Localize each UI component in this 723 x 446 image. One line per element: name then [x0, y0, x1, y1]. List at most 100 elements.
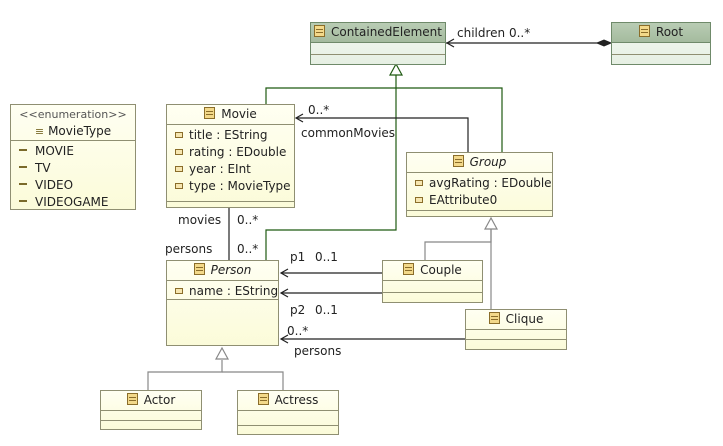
- literal-icon: [19, 149, 27, 151]
- couple-inherits-group-edge: [424, 229, 492, 260]
- literal-label: TV: [35, 161, 51, 175]
- class-person[interactable]: Person name : EString: [166, 260, 279, 346]
- person-inheritance-triangle-icon: [214, 346, 230, 360]
- enum-literal[interactable]: MOVIE: [19, 143, 135, 160]
- common-movies-edge: [296, 117, 469, 152]
- class-couple[interactable]: Couple: [382, 260, 483, 303]
- enum-icon: ≡: [34, 125, 45, 138]
- inheritance-triangle-icon: [388, 62, 404, 76]
- attribute-label: avgRating : EDouble: [429, 176, 552, 190]
- class-name: Movie: [221, 107, 257, 121]
- actor-inherits-person-edge: [147, 360, 223, 390]
- attribute-label: EAttribute0: [429, 193, 498, 207]
- attribute-icon: [175, 183, 183, 189]
- class-header: Clique: [466, 310, 566, 330]
- common-movies-arrow-icon: [294, 113, 304, 123]
- attribute-row[interactable]: avgRating : EDouble: [415, 175, 552, 192]
- containment-diamond-icon: [595, 39, 613, 47]
- class-header: Group: [407, 153, 552, 173]
- compartment-divider: [167, 299, 278, 300]
- class-header: Person: [167, 261, 278, 281]
- p2-multiplicity: 0..1: [315, 303, 338, 317]
- attribute-icon: [415, 197, 423, 203]
- common-movies-reference-label: commonMovies: [301, 126, 396, 140]
- class-group[interactable]: Group avgRating : EDouble EAttribute0: [406, 152, 553, 217]
- attribute-label: name : EString: [189, 284, 279, 298]
- clique-persons-reference-label: persons: [294, 344, 342, 358]
- class-clique[interactable]: Clique: [465, 309, 567, 350]
- enum-stereotype: <<enumeration>>: [19, 108, 127, 121]
- persons-reference-label: persons: [165, 242, 213, 256]
- children-arrow-icon: [445, 38, 455, 48]
- person-inherits-contained-element-edge: [265, 75, 397, 262]
- class-header: ContainedElement: [311, 23, 445, 43]
- compartment-divider: [612, 54, 710, 55]
- class-name: Clique: [505, 312, 544, 326]
- compartment-divider: [407, 210, 552, 211]
- class-actor[interactable]: Actor: [100, 390, 202, 430]
- attribute-row[interactable]: EAttribute0: [415, 192, 552, 209]
- attribute-icon: [415, 180, 423, 186]
- class-name: Couple: [420, 263, 462, 277]
- literal-label: VIDEO: [35, 178, 74, 192]
- attribute-row[interactable]: name : EString: [175, 283, 278, 300]
- attribute-label: title : EString: [189, 128, 268, 142]
- attribute-icon: [175, 149, 183, 155]
- literal-label: VIDEOGAME: [35, 195, 109, 209]
- attribute-row[interactable]: title : EString: [175, 127, 294, 144]
- enum-literal[interactable]: VIDEOGAME: [19, 194, 135, 211]
- group-inherits-contained-element-edge: [396, 87, 503, 152]
- attribute-label: type : MovieType: [189, 179, 291, 193]
- class-name: Group: [469, 155, 507, 169]
- attribute-row[interactable]: rating : EDouble: [175, 144, 294, 161]
- class-header: Movie: [167, 105, 294, 125]
- children-reference-label: children 0..*: [457, 26, 531, 40]
- class-name: Person: [210, 263, 252, 277]
- eclass-icon: [488, 312, 500, 324]
- enum-name: MovieType: [48, 124, 112, 138]
- class-name: Actor: [143, 393, 176, 407]
- attribute-label: year : EInt: [189, 162, 251, 176]
- attribute-row[interactable]: type : MovieType: [175, 178, 294, 195]
- enum-literal[interactable]: VIDEO: [19, 177, 135, 194]
- class-name: Root: [655, 25, 684, 39]
- eclass-icon: [257, 393, 269, 405]
- attribute-row[interactable]: year : EInt: [175, 161, 294, 178]
- compartment-divider: [383, 292, 482, 293]
- literal-icon: [19, 183, 27, 185]
- actress-inherits-person-edge: [222, 371, 284, 390]
- class-header: Couple: [383, 261, 482, 281]
- clique-persons-arrow-icon: [279, 334, 289, 344]
- attribute-icon: [175, 166, 183, 172]
- class-header: Actor: [101, 391, 201, 411]
- group-inheritance-triangle-icon: [483, 216, 499, 230]
- literal-list: MOVIE TV VIDEO VIDEOGAME: [11, 141, 135, 211]
- enum-literal[interactable]: TV: [19, 160, 135, 177]
- p1-reference-label: p1: [290, 250, 306, 264]
- literal-icon: [19, 166, 27, 168]
- class-root[interactable]: Root: [611, 22, 711, 65]
- eclass-icon: [193, 263, 205, 275]
- p2-arrow-icon: [279, 288, 289, 298]
- class-movie[interactable]: Movie title : EString rating : EDouble y…: [166, 104, 295, 208]
- compartment-divider: [238, 425, 338, 426]
- class-header: Actress: [238, 391, 338, 411]
- compartment-divider: [101, 420, 201, 421]
- class-name: Actress: [274, 393, 319, 407]
- enum-movie-type[interactable]: <<enumeration>> ≡MovieType MOVIE TV VIDE…: [10, 104, 136, 210]
- attribute-icon: [175, 288, 183, 294]
- class-contained-element[interactable]: ContainedElement: [310, 22, 446, 65]
- attribute-list: name : EString: [167, 281, 278, 300]
- enum-header: ≡MovieType: [11, 123, 135, 141]
- compartment-divider: [466, 339, 566, 340]
- p1-multiplicity: 0..1: [315, 250, 338, 264]
- class-name: ContainedElement: [330, 25, 442, 39]
- class-header: Root: [612, 23, 710, 43]
- literal-label: MOVIE: [35, 144, 74, 158]
- compartment-divider: [167, 201, 294, 202]
- movie-inherits-contained-element-edge: [265, 87, 396, 104]
- class-actress[interactable]: Actress: [237, 390, 339, 435]
- eclass-icon: [204, 107, 216, 119]
- persons-multiplicity: 0..*: [237, 242, 259, 256]
